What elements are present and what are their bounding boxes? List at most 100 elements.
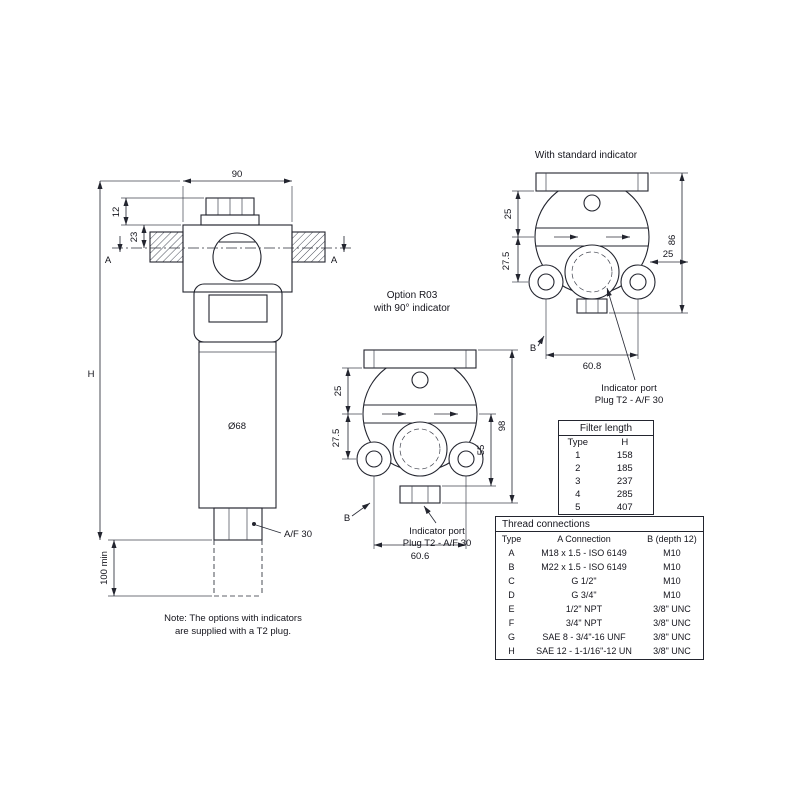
column-header-type: Type: [501, 534, 522, 544]
dim-25-label: 25: [333, 386, 344, 397]
cell-h: 407: [616, 502, 633, 513]
cell-connection: SAE 12 - 1-1/16"-12 UN: [536, 646, 632, 656]
table-row: 5 407: [559, 501, 653, 514]
top-port: [583, 194, 601, 212]
r03-top-view: Option R03 with 90° indicator 25 27.5 98: [331, 290, 518, 562]
r03-title-line2: with 90° indicator: [373, 303, 451, 314]
cell-connection: G 1/2": [571, 576, 597, 586]
table-row: A M18 x 1.5 - ISO 6149 M10: [496, 546, 703, 560]
note-line2: are supplied with a T2 plug.: [175, 626, 291, 637]
dim-86-label: 86: [667, 235, 678, 246]
cell-connection: 1/2" NPT: [565, 604, 603, 614]
dim-23-label: 23: [129, 232, 140, 243]
cell-type: H: [508, 646, 515, 656]
r03-indicator-label-line1: Indicator port: [409, 526, 465, 537]
cell-type: E: [508, 604, 515, 614]
table-row: 1 158: [559, 449, 653, 462]
right-port: [291, 231, 326, 263]
t2-plug: [399, 485, 441, 504]
thread-table-title: Thread connections: [496, 517, 703, 532]
top-port: [411, 371, 429, 389]
standard-indicator-label-line1: Indicator port: [601, 383, 657, 394]
table-row: G SAE 8 - 3/4"-16 UNF 3/8" UNC: [496, 630, 703, 644]
cell-connection: M22 x 1.5 - ISO 6149: [541, 562, 627, 572]
dim-af30-label: A/F 30: [284, 529, 312, 540]
cell-depth: 3/8" UNC: [653, 646, 691, 656]
indicator-boss: [212, 232, 262, 282]
cell-h: 285: [616, 489, 633, 500]
filter-length-table: Filter length Type H 1 158 2 185 3 237 4…: [558, 420, 654, 515]
note-line1: Note: The options with indicators: [164, 613, 302, 624]
table-row: 3 237: [559, 475, 653, 488]
cell-h: 158: [616, 450, 633, 461]
cell-type: 1: [575, 450, 581, 461]
dim-90-label: 90: [232, 169, 243, 180]
cell-connection: M18 x 1.5 - ISO 6149: [541, 548, 627, 558]
cell-depth: 3/8" UNC: [653, 632, 691, 642]
section-label-a-left: A: [105, 255, 112, 266]
t2-plug: [576, 298, 608, 314]
dim-b-label: B: [344, 513, 350, 524]
cell-h: 185: [616, 463, 633, 474]
standard-top-view: With standard indicator 25 27.5 86 2: [501, 150, 689, 406]
cell-h: 237: [616, 476, 633, 487]
cell-type: 4: [575, 489, 581, 500]
indicator-port-circle: [392, 421, 448, 477]
table-row: C G 1/2" M10: [496, 574, 703, 588]
section-label-a-right: A: [331, 255, 338, 266]
standard-title: With standard indicator: [535, 150, 638, 161]
dim-b-label: B: [530, 343, 536, 354]
bottom-hex: [213, 507, 263, 541]
dim-diameter-label: Ø68: [228, 421, 246, 432]
table-row: 2 185: [559, 462, 653, 475]
cell-depth: M10: [663, 590, 681, 600]
r03-indicator-label-line2: Plug T2 - A/F 30: [403, 538, 471, 549]
cell-type: G: [508, 632, 516, 642]
column-header-connection: A Connection: [557, 534, 611, 544]
cell-depth: M10: [663, 576, 681, 586]
cell-type: D: [508, 590, 515, 600]
dim-60-8-label: 60.8: [583, 361, 602, 372]
filter-length-table-header: Type H: [559, 436, 653, 449]
table-row: F 3/4" NPT 3/8" UNC: [496, 616, 703, 630]
cell-type: B: [508, 562, 515, 572]
cell-depth: 3/8" UNC: [653, 604, 691, 614]
cell-connection: G 3/4": [571, 590, 597, 600]
dim-100min-label: 100 min: [99, 551, 110, 585]
cell-depth: M10: [663, 548, 681, 558]
cell-type: 3: [575, 476, 581, 487]
indicator-port-circle: [564, 244, 620, 300]
table-row: B M22 x 1.5 - ISO 6149 M10: [496, 560, 703, 574]
left-port: [149, 231, 184, 263]
dim-60-6-label: 60.6: [411, 551, 430, 562]
cell-depth: 3/8" UNC: [653, 618, 691, 628]
leader-dot: [252, 522, 256, 526]
dim-27-5-label: 27.5: [331, 429, 342, 448]
table-row: E 1/2" NPT 3/8" UNC: [496, 602, 703, 616]
cell-connection: 3/4" NPT: [565, 618, 603, 628]
thread-connections-table: Thread connections Type A Connection B (…: [495, 516, 704, 660]
dim-55-label: 55: [476, 445, 487, 456]
dim-27-5-label: 27.5: [501, 252, 512, 271]
column-header-depth: B (depth 12): [647, 534, 697, 544]
cell-type: 2: [575, 463, 581, 474]
dim-25-label: 25: [503, 209, 514, 220]
dim-25-right-label: 25: [663, 249, 674, 260]
cell-depth: M10: [663, 562, 681, 572]
label-plate: [208, 294, 268, 323]
standard-indicator-label-line2: Plug T2 - A/F 30: [595, 395, 663, 406]
dim-12-label: 12: [111, 207, 122, 218]
column-header-h: H: [621, 437, 629, 448]
cell-type: F: [508, 618, 515, 628]
cell-type: 5: [575, 502, 581, 513]
filter-side-view: A A 90 12 23 H 100 min Ø68 A/F 30 Note: …: [88, 169, 352, 637]
cell-type: A: [508, 548, 515, 558]
column-header-type: Type: [567, 437, 589, 448]
mounting-hole-left: [356, 441, 392, 477]
cell-type: C: [508, 576, 515, 586]
table-row: 4 285: [559, 488, 653, 501]
r03-title-line1: Option R03: [387, 290, 438, 301]
dim-98-label: 98: [497, 421, 508, 432]
